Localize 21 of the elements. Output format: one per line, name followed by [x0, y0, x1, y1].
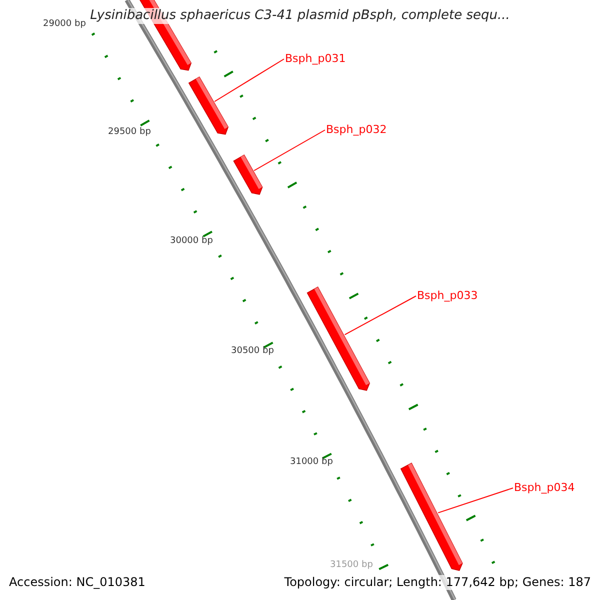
scale-label: 30000 bp [170, 236, 213, 247]
gene-block [306, 286, 370, 391]
leader-line [344, 296, 416, 336]
gene-block [400, 462, 463, 571]
gene-label: Bsph_p031 [285, 52, 346, 65]
leader-line [254, 130, 326, 172]
scale-label: 30500 bp [231, 346, 274, 357]
footer-text: Topology: circular; Length: 177,642 bp; Genes: 187 [284, 575, 591, 590]
scale-label: 29500 bp [108, 127, 151, 138]
footer-text: Accession: NC_010381 [9, 575, 146, 590]
scale-label: 29000 bp [43, 19, 86, 30]
leader-line [438, 488, 514, 514]
scale-label: 31500 bp [330, 560, 373, 571]
gene-block [233, 154, 263, 195]
title: Lysinibacillus sphaericus C3-41 plasmid pBsph, complete sequ... [90, 8, 510, 24]
gene-label: Bsph_p033 [417, 289, 478, 302]
gene-block [188, 76, 229, 135]
leader-line [214, 58, 284, 102]
scale-label: 31000 bp [290, 457, 333, 468]
gene-label: Bsph_p032 [326, 123, 387, 136]
gene-label: Bsph_p034 [514, 481, 575, 494]
